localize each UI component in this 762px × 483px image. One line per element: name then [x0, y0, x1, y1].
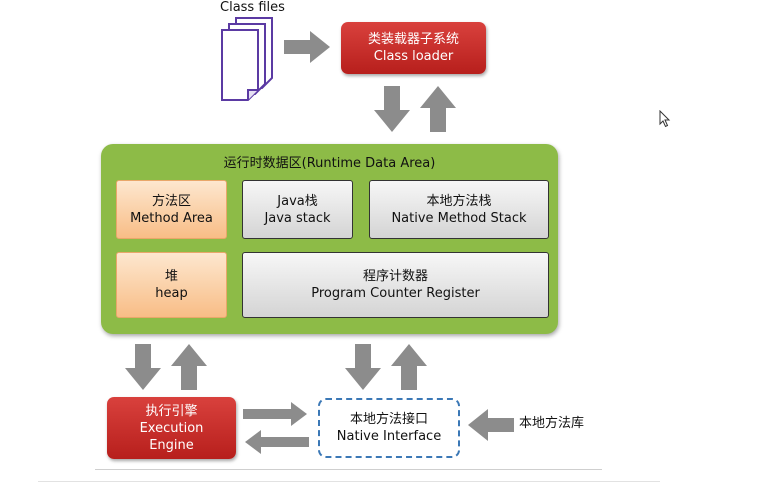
java-stack-en: Java stack — [264, 210, 331, 226]
class-files-label: Class files — [220, 0, 285, 15]
program-counter-box: 程序计数器 Program Counter Register — [242, 252, 549, 318]
java-stack-box: Java栈 Java stack — [242, 180, 353, 239]
program-counter-cn: 程序计数器 — [362, 269, 428, 284]
up-arrow-icon — [391, 344, 427, 390]
class-files-icon — [221, 17, 273, 101]
native-method-stack-cn: 本地方法栈 — [426, 193, 492, 209]
class-loader-box: 类装载器子系统 Class loader — [341, 22, 486, 74]
execution-engine-en-1: Execution — [139, 420, 204, 436]
up-arrow-icon — [420, 86, 456, 132]
heap-box: 堆 heap — [116, 252, 227, 318]
heap-en: heap — [155, 286, 188, 301]
up-arrow-icon — [171, 344, 207, 390]
execution-engine-cn: 执行引擎 — [145, 403, 198, 419]
native-interface-cn: 本地方法接口 — [349, 412, 428, 427]
down-arrow-icon — [374, 86, 410, 132]
program-counter-en: Program Counter Register — [311, 286, 480, 301]
native-interface-box: 本地方法接口 Native Interface — [318, 398, 460, 458]
method-area-cn: 方法区 — [151, 193, 191, 209]
down-arrow-icon — [345, 344, 381, 390]
java-stack-cn: Java栈 — [277, 193, 318, 209]
right-arrow-icon — [243, 402, 307, 426]
divider — [38, 481, 660, 482]
down-arrow-icon — [125, 344, 161, 390]
left-arrow-icon — [468, 409, 514, 441]
runtime-data-area-title: 运行时数据区(Runtime Data Area) — [223, 156, 436, 171]
native-library-label: 本地方法库 — [519, 416, 585, 431]
divider — [95, 469, 602, 470]
native-method-stack-en: Native Method Stack — [391, 210, 527, 226]
method-area-box: 方法区 Method Area — [116, 180, 227, 239]
class-loader-cn: 类装载器子系统 — [367, 32, 459, 47]
execution-engine-en-2: Engine — [149, 437, 194, 453]
native-interface-en: Native Interface — [336, 429, 442, 444]
left-arrow-icon — [245, 430, 309, 454]
execution-engine-box: 执行引擎 Execution Engine — [107, 397, 236, 459]
method-area-en: Method Area — [130, 210, 213, 226]
right-arrow-icon — [284, 31, 330, 63]
heap-cn: 堆 — [164, 269, 178, 284]
mouse-cursor-icon — [659, 110, 671, 128]
class-loader-en: Class loader — [373, 49, 454, 64]
native-method-stack-box: 本地方法栈 Native Method Stack — [369, 180, 549, 239]
